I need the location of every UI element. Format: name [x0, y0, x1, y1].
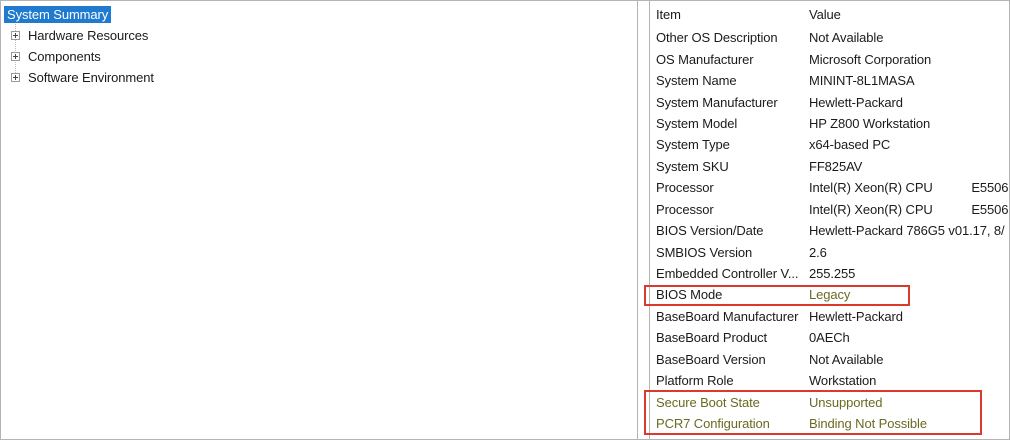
details-column-header: Item Value [650, 1, 1009, 27]
item-cell: BaseBoard Product [656, 330, 768, 346]
value-cell: Not Available [809, 30, 884, 46]
value-cell: 0AECh [809, 330, 850, 346]
item-cell: System SKU [656, 158, 729, 174]
item-cell: Processor [656, 180, 714, 196]
expand-plus-icon[interactable] [11, 73, 20, 82]
item-cell: OS Manufacturer [656, 51, 754, 67]
value-cell: 255.255 [809, 266, 856, 282]
tree-item-components[interactable]: Components [1, 46, 637, 67]
detail-row-os-manufacturer[interactable]: OS Manufacturer Microsoft Corporation [650, 48, 1009, 69]
detail-row-bios-version-date[interactable]: BIOS Version/Date Hewlett-Packard 786G5 v… [650, 220, 1009, 241]
value-cell: Legacy [809, 287, 851, 303]
detail-row-baseboard-manufacturer[interactable]: BaseBoard Manufacturer Hewlett-Packard [650, 306, 1009, 327]
value-cell: MININT-8L1MASA [809, 73, 915, 89]
value-cell: Unsupported [809, 394, 883, 410]
item-cell: System Name [656, 73, 737, 89]
tree-item-system-summary[interactable]: System Summary [1, 4, 637, 25]
detail-row-baseboard-product[interactable]: BaseBoard Product 0AECh [650, 327, 1009, 348]
expand-plus-icon[interactable] [11, 31, 20, 40]
value-cell: Binding Not Possible [809, 416, 927, 432]
detail-row-processor[interactable]: Processor Intel(R) Xeon(R) CPU E5506 [650, 199, 1009, 220]
item-cell: SMBIOS Version [656, 244, 753, 260]
expand-plus-icon[interactable] [11, 52, 20, 61]
item-cell: Secure Boot State [656, 394, 760, 410]
item-cell: Other OS Description [656, 30, 778, 46]
item-cell: BaseBoard Version [656, 351, 766, 367]
tree-item-label: Hardware Resources [28, 28, 149, 43]
detail-row-system-model[interactable]: System Model HP Z800 Workstation [650, 113, 1009, 134]
value-cell: Not Available [809, 351, 884, 367]
tree-item-hardware-resources[interactable]: Hardware Resources [1, 25, 637, 46]
value-cell: Hewlett-Packard 786G5 v01.17, 8/ [809, 223, 1005, 239]
item-cell: BaseBoard Manufacturer [656, 308, 799, 324]
detail-row-platform-role[interactable]: Platform Role Workstation [650, 370, 1009, 391]
detail-row-system-sku[interactable]: System SKU FF825AV [650, 156, 1009, 177]
value-cell: Hewlett-Packard [809, 94, 903, 110]
item-cell: System Type [656, 137, 730, 153]
tree-item-label: System Summary [4, 6, 112, 23]
tree-item-label: Components [28, 49, 101, 64]
item-cell: System Model [656, 115, 738, 131]
tree-item-software-environment[interactable]: Software Environment [1, 67, 637, 88]
item-cell: Processor [656, 201, 714, 217]
tree-connector-line [15, 24, 16, 79]
value-cell: Intel(R) Xeon(R) CPU E5506 [809, 201, 1009, 217]
value-cell: Hewlett-Packard [809, 308, 903, 324]
detail-row-embedded-controller-v[interactable]: Embedded Controller V... 255.255 [650, 263, 1009, 284]
detail-row-bios-mode[interactable]: BIOS Mode Legacy [650, 284, 1009, 305]
item-cell: Platform Role [656, 373, 734, 389]
detail-row-secure-boot-state[interactable]: Secure Boot State Unsupported [650, 391, 1009, 412]
value-cell: 2.6 [809, 244, 827, 260]
column-header-item[interactable]: Item [656, 6, 681, 22]
column-header-value[interactable]: Value [809, 6, 841, 22]
detail-row-system-name[interactable]: System Name MININT-8L1MASA [650, 70, 1009, 91]
detail-row-pcr7-configuration[interactable]: PCR7 Configuration Binding Not Possible [650, 413, 1009, 434]
detail-row-system-manufacturer[interactable]: System Manufacturer Hewlett-Packard [650, 91, 1009, 112]
item-cell: BIOS Version/Date [656, 223, 764, 239]
item-cell: PCR7 Configuration [656, 416, 770, 432]
value-cell: HP Z800 Workstation [809, 115, 931, 131]
detail-row-baseboard-version[interactable]: BaseBoard Version Not Available [650, 349, 1009, 370]
value-cell: Workstation [809, 373, 877, 389]
detail-row-system-type[interactable]: System Type x64-based PC [650, 134, 1009, 155]
detail-row-smbios-version[interactable]: SMBIOS Version 2.6 [650, 241, 1009, 262]
value-cell: x64-based PC [809, 137, 891, 153]
tree-item-label: Software Environment [28, 70, 154, 85]
value-cell: Microsoft Corporation [809, 51, 932, 67]
detail-row-other-os-description[interactable]: Other OS Description Not Available [650, 27, 1009, 48]
value-cell: Intel(R) Xeon(R) CPU E5506 [809, 180, 1009, 196]
item-cell: System Manufacturer [656, 94, 778, 110]
detail-row-processor[interactable]: Processor Intel(R) Xeon(R) CPU E5506 [650, 177, 1009, 198]
item-cell: Embedded Controller V... [656, 266, 799, 282]
value-cell: FF825AV [809, 158, 863, 174]
item-cell: BIOS Mode [656, 287, 723, 303]
